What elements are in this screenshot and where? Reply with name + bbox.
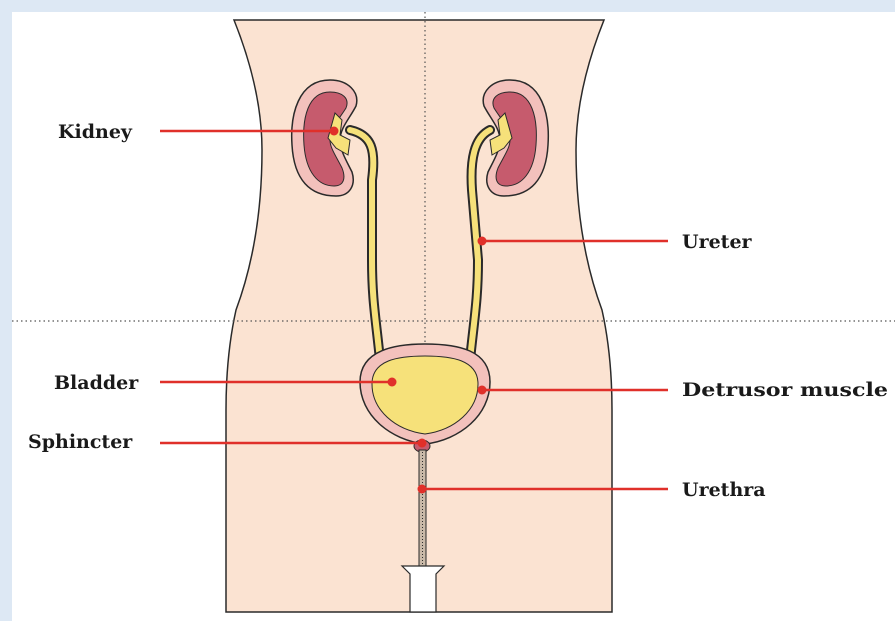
left-kidney [292,80,357,196]
ureter-label: Ureter [682,231,753,253]
right-kidney [483,80,548,196]
kidney-label: Kidney [58,121,133,143]
detrusor-muscle-label: Detrusor muscle [682,379,888,401]
urethra-label: Urethra [682,479,766,501]
sphincter-label: Sphincter [28,431,133,453]
bladder-label: Bladder [54,372,139,394]
